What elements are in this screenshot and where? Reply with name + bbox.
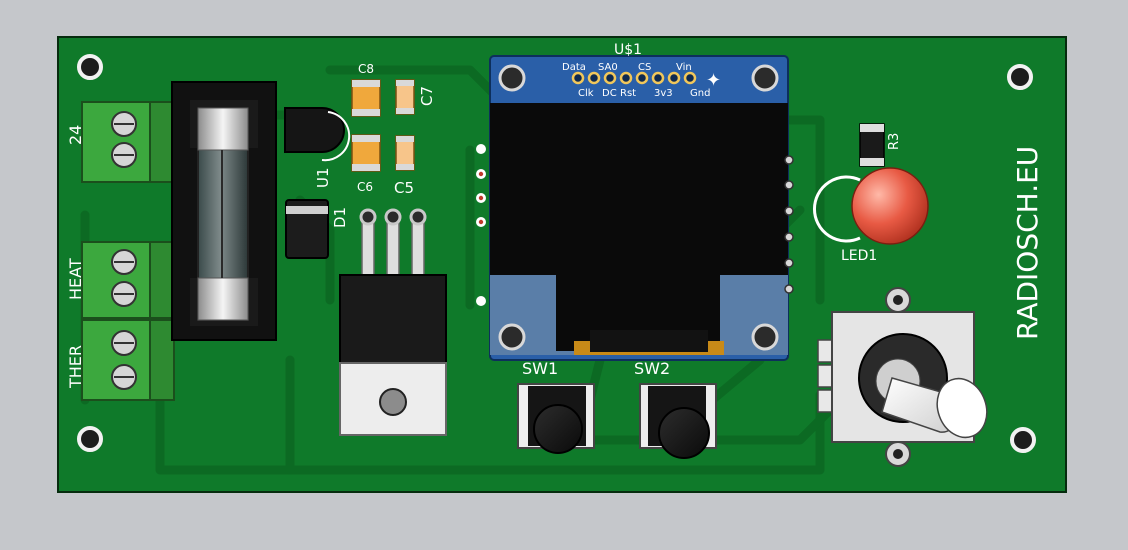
switch-sw1[interactable]: SW1	[517, 359, 595, 454]
oled-pin-clk: Clk	[578, 88, 594, 99]
mounting-holes	[77, 54, 1036, 453]
regulator-to220	[339, 208, 447, 436]
terminal-block-24	[81, 101, 175, 183]
diode-label: D1	[331, 207, 349, 228]
resistor-label: R3	[887, 133, 902, 150]
terminal-label-24: 24	[66, 125, 85, 145]
terminal-label-ther: THER	[66, 345, 85, 389]
oled-side-pins-right	[784, 155, 794, 294]
led-1: LED1	[812, 167, 929, 264]
terminal-label-heat: HEAT	[66, 258, 85, 300]
capacitor-c7: C7	[395, 79, 436, 115]
oled-pin-cs: CS	[638, 62, 651, 73]
oled-pin-gnd: Gnd	[690, 88, 710, 99]
regulator-label: U1	[314, 167, 332, 188]
oled-pin-dc: DC	[602, 88, 617, 99]
regulator-u1: U1	[284, 107, 351, 188]
capacitor-c8: C8	[351, 62, 381, 117]
switch-sw1-label: SW1	[522, 359, 558, 378]
switch-sw2-label: SW2	[634, 359, 670, 378]
terminal-block-ther	[81, 319, 175, 401]
switch-sw2[interactable]: SW2	[634, 359, 717, 459]
fuse-holder	[171, 81, 277, 341]
led-label: LED1	[841, 248, 877, 264]
brand-label: RADIOSCH.EU	[1011, 146, 1044, 340]
capacitor-c6: C6	[351, 134, 381, 194]
resistor-r3: R3	[859, 123, 902, 167]
capacitor-c5: C5	[394, 135, 415, 197]
capacitor-c6-label: C6	[357, 180, 373, 194]
oled-star-icon: ✦	[706, 70, 721, 91]
rotary-encoder[interactable]	[817, 287, 995, 467]
capacitor-c5-label: C5	[394, 179, 414, 197]
oled-pin-3v3: 3v3	[654, 88, 673, 99]
capacitor-c8-label: C8	[358, 62, 374, 76]
oled-pin-sa0: SA0	[598, 62, 618, 73]
diode-d1: D1	[285, 199, 349, 259]
oled-module: ✦ Data SA0 CS Vin Clk DC Rst 3v3 Gnd U$1	[489, 42, 789, 361]
oled-pin-rst: Rst	[620, 88, 636, 99]
oled-pin-vin: Vin	[676, 62, 692, 73]
oled-designator: U$1	[614, 42, 642, 58]
terminal-block-heat	[81, 241, 175, 319]
capacitor-c7-label: C7	[418, 86, 436, 106]
oled-pin-data: Data	[562, 62, 586, 73]
